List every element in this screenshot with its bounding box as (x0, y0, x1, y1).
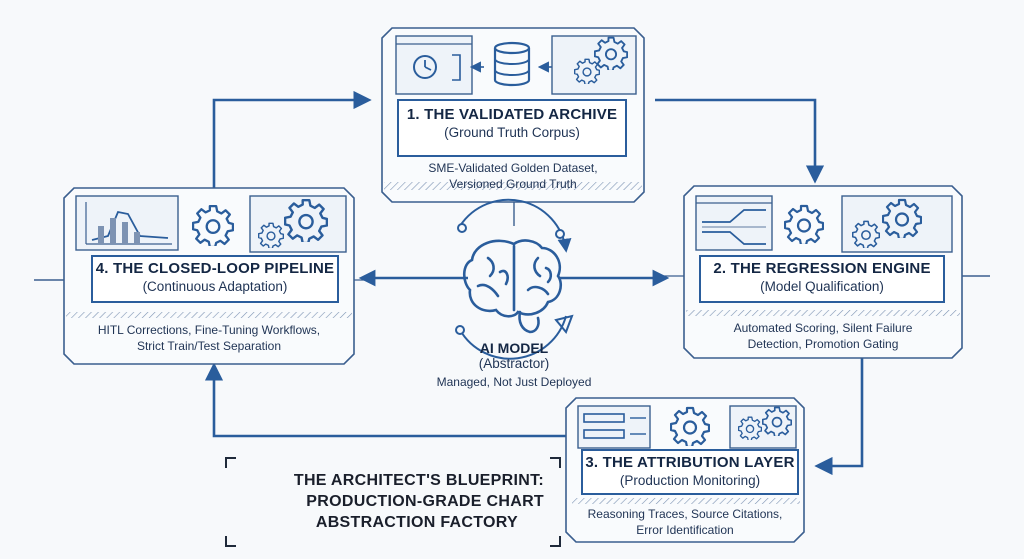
pipeline-description: HITL Corrections, Fine-Tuning Workflows,… (66, 322, 352, 354)
ai-model-tagline: Managed, Not Just Deployed (436, 375, 592, 389)
card-regression-engine (660, 185, 990, 359)
archive-desc-line2: Versioned Ground Truth (449, 177, 577, 191)
card-closed-loop-pipeline (34, 187, 372, 365)
regression-title: 2. THE REGRESSION ENGINE (713, 260, 931, 277)
archive-heading: 1. THE VALIDATED ARCHIVE (Ground Truth C… (398, 106, 626, 140)
list-window-icon (577, 405, 651, 449)
route-window-icon (695, 195, 773, 251)
attribution-desc-line1: Reasoning Traces, Source Citations, (587, 507, 783, 521)
pipeline-subtitle: (Continuous Adaptation) (142, 279, 288, 294)
blueprint-line3: ABSTRACTION FACTORY (315, 514, 518, 531)
attribution-heading: 3. THE ATTRIBUTION LAYER (Production Mon… (582, 454, 798, 488)
brain-icon (462, 239, 562, 334)
arrow-regression-to-attribution (814, 352, 864, 476)
regression-desc-line2: Detection, Promotion Gating (747, 337, 899, 351)
blueprint-title: THE ARCHITECT'S BLUEPRINT: PRODUCTION-GR… (222, 462, 562, 546)
pipeline-title: 4. THE CLOSED-LOOP PIPELINE (95, 260, 335, 277)
pipeline-heading: 4. THE CLOSED-LOOP PIPELINE (Continuous … (92, 260, 338, 294)
database-icon (493, 41, 531, 87)
regression-heading: 2. THE REGRESSION ENGINE (Model Qualific… (700, 260, 944, 294)
arrow-attribution-to-pipeline (204, 362, 566, 438)
arrow-archive-to-regression (655, 98, 825, 184)
pipeline-desc-line1: HITL Corrections, Fine-Tuning Workflows, (97, 323, 321, 337)
blueprint-frame (225, 457, 561, 547)
blueprint-line2: PRODUCTION-GRADE CHART (306, 493, 544, 510)
attribution-description: Reasoning Traces, Source Citations, Erro… (568, 506, 802, 538)
ai-model-label: AI MODEL (Abstractor) Managed, Not Just … (404, 340, 624, 389)
archive-subtitle: (Ground Truth Corpus) (444, 125, 580, 140)
archive-description: SME-Validated Golden Dataset, Versioned … (386, 160, 640, 192)
card-validated-archive (381, 27, 645, 226)
pipeline-desc-line2: Strict Train/Test Separation (136, 339, 282, 353)
regression-desc-line1: Automated Scoring, Silent Failure (733, 321, 913, 335)
archive-title: 1. THE VALIDATED ARCHIVE (406, 106, 618, 123)
archive-desc-line1: SME-Validated Golden Dataset, (428, 161, 598, 175)
regression-description: Automated Scoring, Silent Failure Detect… (686, 320, 960, 352)
attribution-title: 3. THE ATTRIBUTION LAYER (585, 454, 795, 471)
regression-subtitle: (Model Qualification) (760, 279, 884, 294)
ai-model-subtitle: (Abstractor) (478, 356, 550, 371)
attribution-subtitle: (Production Monitoring) (619, 473, 761, 488)
cycle-arrows (204, 90, 864, 476)
ai-model-hub (358, 198, 670, 360)
arrow-pipeline-to-archive (212, 90, 372, 192)
ai-model-title: AI MODEL (479, 340, 549, 356)
blueprint-line1: THE ARCHITECT'S BLUEPRINT: (293, 472, 544, 489)
card-attribution-layer (565, 397, 805, 543)
attribution-desc-line2: Error Identification (636, 523, 734, 537)
